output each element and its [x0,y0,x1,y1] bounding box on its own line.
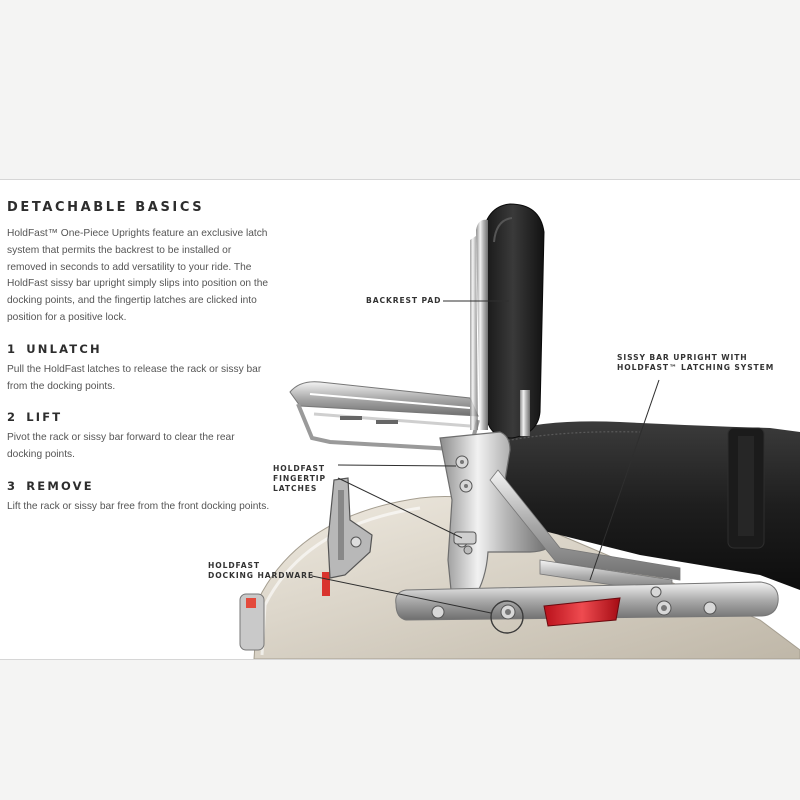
intro-paragraph: HoldFast™ One-Piece Uprights feature an … [7,228,269,323]
step-title-text: REMOVE [26,478,94,493]
step-title-text: UNLATCH [26,341,102,356]
step-title-text: LIFT [26,410,63,425]
callout-label: HOLDFAST™ LATCHING SYSTEM [617,363,775,372]
feature-panel: DETACHABLE BASICS HoldFast™ One-Piece Up… [0,179,800,660]
callout-docking-hardware: HOLDFAST DOCKING HARDWARE [208,561,314,581]
callout-fingertip-latches: HOLDFAST FINGERTIP LATCHES [273,464,326,494]
step-description: Pull the HoldFast latches to release the… [7,363,262,392]
upright-leader [589,379,660,581]
step-title: 3 REMOVE [7,479,272,493]
step-remove: 3 REMOVE Lift the rack or sissy bar free … [7,479,272,516]
callout-sissy-bar-upright: SISSY BAR UPRIGHT WITH HOLDFAST™ LATCHIN… [617,353,774,373]
step-number: 1 [7,341,18,356]
callout-label: LATCHES [273,484,318,493]
callout-label: HOLDFAST [208,561,260,570]
step-title: 2 LIFT [7,410,272,424]
callout-backrest-pad: BACKREST PAD [366,296,441,306]
step-lift: 2 LIFT Pivot the rack or sissy bar forwar… [7,410,272,464]
callout-label: FINGERTIP [273,474,326,483]
callout-label: HOLDFAST [273,464,325,473]
step-description: Lift the rack or sissy bar free from the… [7,500,270,512]
section-title: DETACHABLE BASICS [7,200,205,215]
motorcycle-sissy-bar-photo [239,203,800,659]
text-column: DETACHABLE BASICS HoldFast™ One-Piece Up… [7,200,272,516]
step-number: 2 [7,410,18,425]
callout-label: SISSY BAR UPRIGHT WITH [617,353,748,362]
step-unlatch: 1 UNLATCH Pull the HoldFast latches to re… [7,342,272,396]
step-description: Pivot the rack or sissy bar forward to c… [7,432,235,461]
step-number: 3 [7,478,18,493]
step-title: 1 UNLATCH [7,342,272,356]
callout-label: DOCKING HARDWARE [208,571,315,580]
callout-label: BACKREST PAD [366,296,442,305]
